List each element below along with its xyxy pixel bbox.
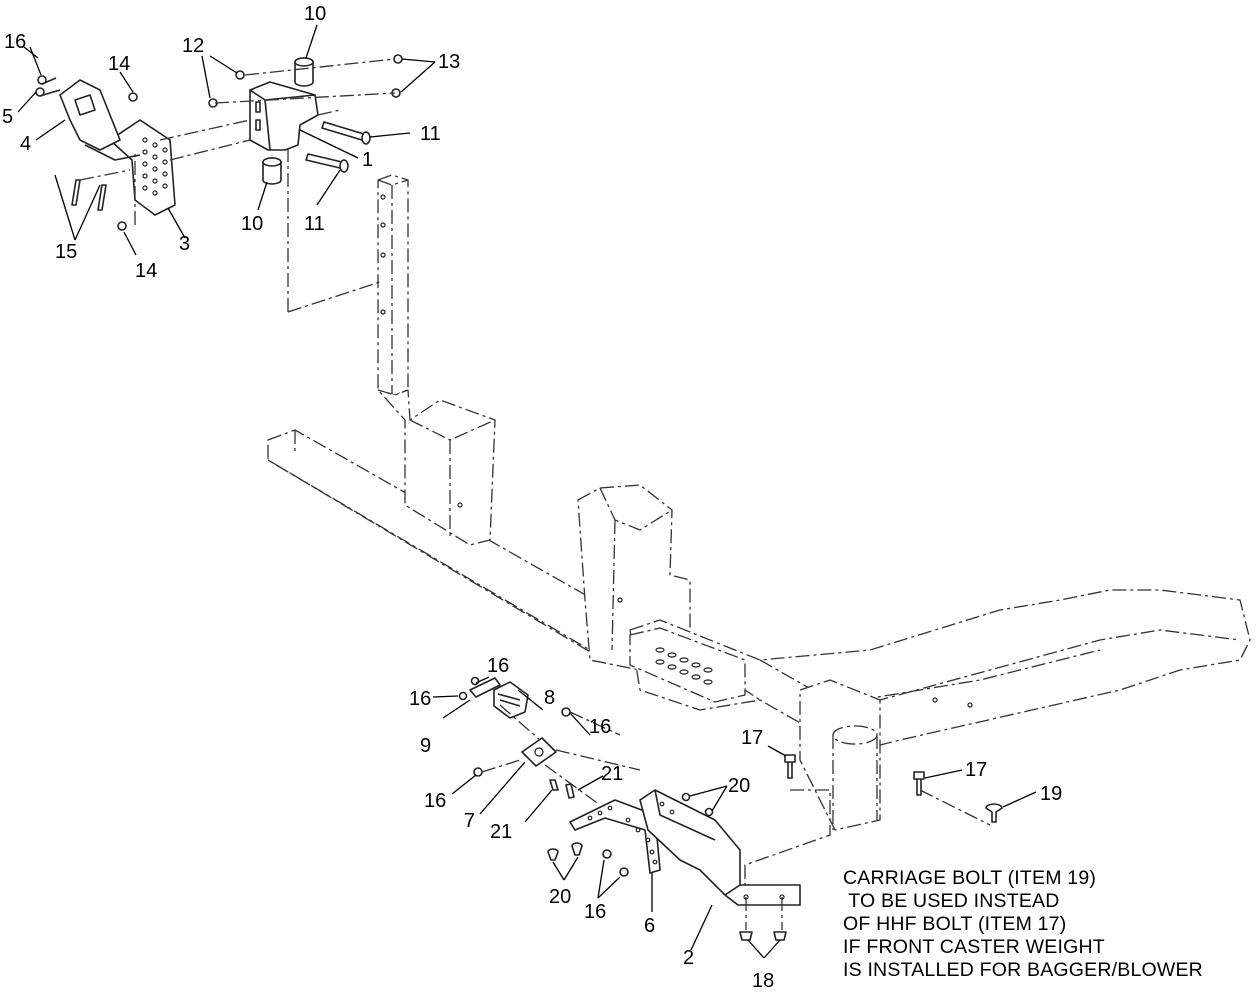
bolt-item-17-a	[784, 754, 796, 779]
bracket-item-4	[59, 79, 121, 151]
pin-item-21-a	[549, 779, 559, 791]
callout-16: 16	[424, 790, 446, 812]
callout-11: 11	[304, 213, 325, 235]
note-line-2: TO BE USED INSTEAD	[843, 890, 1060, 912]
callout-7: 7	[464, 810, 475, 832]
note-line-1: CARRIAGE BOLT (ITEM 19)	[843, 867, 1096, 889]
nut-item-16-e	[602, 849, 612, 859]
callout-16: 16	[4, 31, 26, 53]
bolt-item-17-b	[913, 771, 925, 796]
strap-holes	[587, 805, 658, 865]
plate-holes	[142, 137, 168, 196]
callout-15: 15	[55, 241, 77, 263]
callout-16: 16	[589, 716, 611, 738]
callout-16: 16	[487, 655, 509, 677]
callout-20: 20	[728, 775, 750, 797]
callout-12: 12	[182, 35, 204, 57]
slot-plate-slots	[655, 647, 713, 685]
callout-21: 21	[490, 821, 512, 843]
upper-bracket-assembly	[35, 54, 403, 231]
lower-bracket-assembly	[458, 676, 1003, 941]
callout-4: 4	[20, 133, 31, 155]
note-line-3: OF HHF BOLT (ITEM 17)	[843, 913, 1066, 935]
note-line-4: IF FRONT CASTER WEIGHT	[843, 936, 1105, 958]
bolt-item-20-d	[704, 807, 714, 817]
callout-16: 16	[409, 688, 431, 710]
callout-2: 2	[683, 947, 694, 969]
bolt-item-13-a	[393, 54, 403, 64]
nut-item-16-c	[561, 707, 571, 717]
nut-item-12-a	[235, 70, 245, 80]
mount-plate-item-1	[249, 81, 319, 151]
callout-10: 10	[304, 3, 326, 25]
bolt-item-15-b	[97, 184, 107, 211]
callout-18: 18	[752, 970, 774, 992]
callout-5: 5	[2, 106, 13, 128]
carriage-bolt-item-19	[985, 803, 1003, 823]
callout-19: 19	[1040, 783, 1062, 805]
nut-item-14-a	[128, 92, 138, 102]
callout-14: 14	[135, 260, 157, 282]
callout-labels: 16 5 4 14 15 3 14 12 10 13 11 1 10 11 16…	[2, 3, 1062, 992]
callout-13: 13	[438, 51, 460, 73]
callout-20: 20	[549, 886, 571, 908]
bolt-item-20-c	[681, 792, 691, 802]
pin-item-11-a	[321, 121, 365, 141]
carriage-bolt-note: CARRIAGE BOLT (ITEM 19) TO BE USED INSTE…	[843, 867, 1203, 981]
callout-17: 17	[965, 759, 987, 781]
nut-item-14-b	[117, 221, 127, 231]
callout-10: 10	[241, 213, 263, 235]
bolt-item-20-a	[547, 848, 559, 861]
link-item-9	[469, 677, 501, 698]
block-item-8	[493, 681, 529, 719]
callout-11: 11	[420, 123, 441, 145]
nut-item-18-b	[773, 931, 787, 941]
callout-9: 9	[420, 735, 431, 757]
pin-item-11-b	[305, 153, 343, 169]
strap-item-6	[569, 799, 661, 874]
mower-frame	[267, 90, 1251, 890]
pin-item-21-b	[565, 783, 575, 799]
callout-14: 14	[108, 53, 130, 75]
bolt-item-20-b	[571, 842, 583, 856]
callout-21: 21	[601, 763, 623, 785]
callout-17: 17	[741, 727, 763, 749]
callout-16: 16	[584, 901, 606, 923]
plate-item-3	[109, 119, 176, 216]
bolt-item-15-a	[71, 179, 81, 206]
callout-1: 1	[362, 149, 373, 171]
bracket-item-2	[639, 789, 801, 906]
frame-holes	[380, 194, 973, 708]
note-line-5: IS INSTALLED FOR BAGGER/BLOWER	[843, 959, 1203, 981]
nut-item-18-a	[739, 931, 753, 941]
callout-3: 3	[179, 233, 190, 255]
leader-lines	[17, 24, 1037, 959]
callout-6: 6	[644, 915, 655, 937]
nut-item-16-d	[473, 767, 483, 777]
nut-item-16-f	[619, 867, 629, 877]
callout-8: 8	[544, 687, 555, 709]
